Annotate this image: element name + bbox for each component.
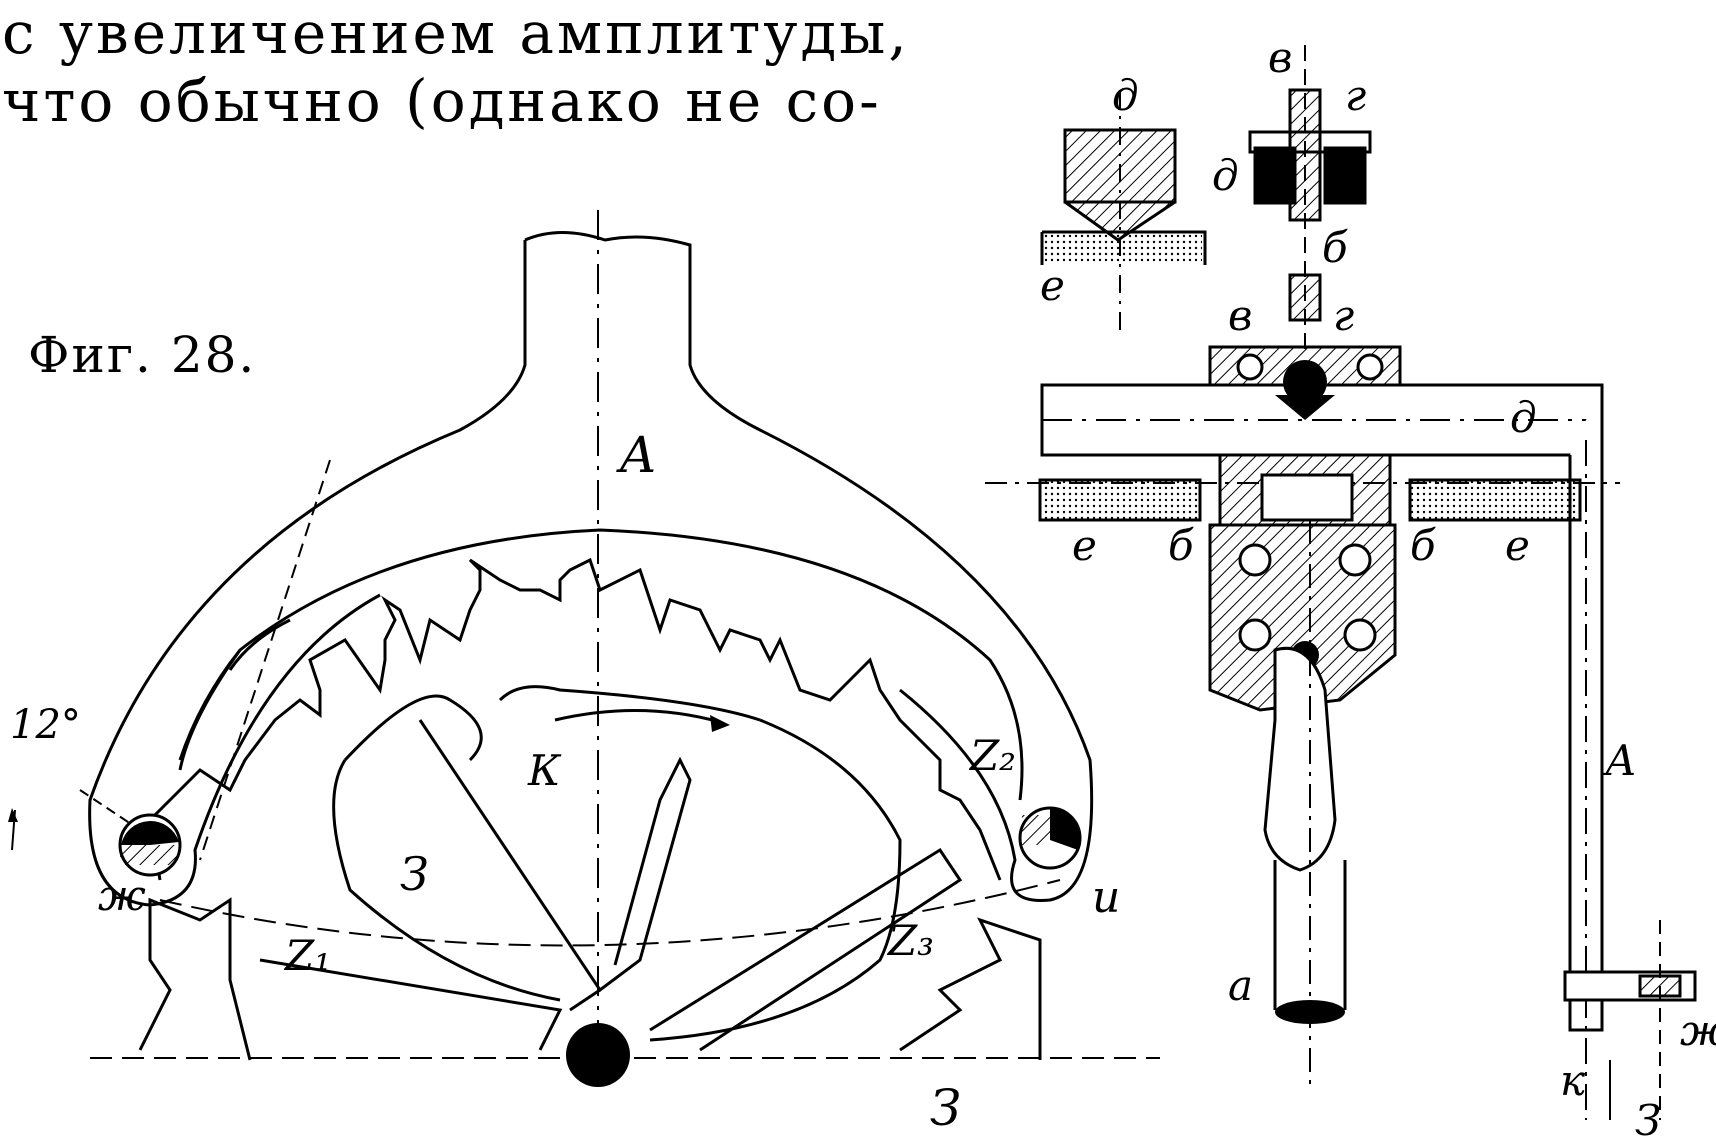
wheel-spoke-3 xyxy=(649,847,963,1052)
anchor-outline-left xyxy=(88,240,527,907)
right-labels: в г д д б е в г д е б б е А а ж к З xyxy=(1040,33,1716,1142)
anchor-outline xyxy=(524,231,1094,902)
label-z-pin: З xyxy=(1635,1096,1661,1142)
body-text-line-2: что обычно (однако не со- xyxy=(2,67,882,135)
label-g-top: г xyxy=(1345,71,1366,120)
label-A-rod: А xyxy=(1602,736,1637,785)
label-z1: Z₁ xyxy=(283,931,331,980)
label-k: К xyxy=(527,746,562,795)
label-z-upper: З xyxy=(400,847,429,901)
label-angle: 12° xyxy=(10,702,81,748)
label-z3: Z₃ xyxy=(886,916,934,965)
figure-caption: Фиг. 28. xyxy=(28,326,257,384)
label-z2: Z₂ xyxy=(968,731,1016,780)
body-text-line-1: с увеличением амплитуды, xyxy=(2,0,910,67)
pendulum-rod xyxy=(1263,647,1337,872)
label-b-top: б xyxy=(1322,223,1348,272)
wheel-spoke-2 xyxy=(259,958,563,1051)
label-e-top: е xyxy=(1040,261,1065,310)
label-a-rod: а xyxy=(1228,961,1253,1010)
detail-figures xyxy=(985,45,1697,1120)
label-zh: ж xyxy=(98,871,146,920)
label-A: A xyxy=(616,426,656,484)
wheel-pivot xyxy=(566,1023,630,1087)
left-labels: A 12° ж и К Z₁ Z₂ Z₃ З З xyxy=(10,426,1120,1137)
knife-ball xyxy=(1283,360,1327,404)
label-e-right: е xyxy=(1505,521,1530,570)
escapement-figure xyxy=(8,210,1160,1087)
label-i: и xyxy=(1092,872,1120,923)
escape-wheel-teeth xyxy=(148,557,1002,881)
label-v-mid: в xyxy=(1228,291,1252,340)
label-d-top1: д xyxy=(1112,71,1139,120)
anchor-inner-arc xyxy=(178,528,1024,801)
label-k-pin: к xyxy=(1560,1056,1586,1105)
label-b-right: б xyxy=(1410,521,1436,570)
rotation-arrow xyxy=(554,708,721,724)
label-v-top: в xyxy=(1268,33,1292,82)
label-b-left: б xyxy=(1168,521,1194,570)
label-d-arm: д xyxy=(1510,393,1537,442)
label-z-lower: З xyxy=(930,1079,961,1137)
label-d-top2: д xyxy=(1212,151,1239,200)
label-g-mid: г xyxy=(1333,291,1354,340)
label-zh-pin: ж xyxy=(1680,1006,1716,1055)
label-e-left: е xyxy=(1072,521,1097,570)
